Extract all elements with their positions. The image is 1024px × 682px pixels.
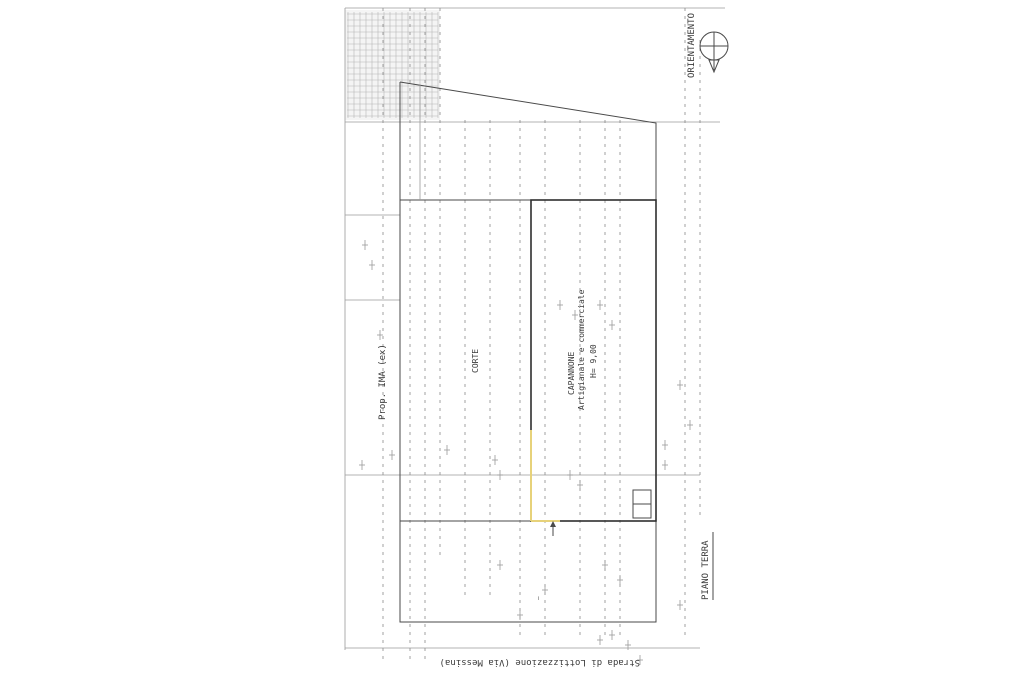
lower-lot-label: — xyxy=(535,596,542,600)
lot-boundary xyxy=(399,81,657,623)
orientation-label: ORIENTAMENTO xyxy=(687,13,697,78)
hatched-map-area xyxy=(345,10,440,120)
building-footprint xyxy=(530,199,657,522)
floor-title-label: PIANO TERRA xyxy=(701,540,711,600)
entrance-arrow-icon xyxy=(550,521,556,536)
building-label-line1: CAPANNONE xyxy=(567,351,576,395)
north-arrow-icon xyxy=(699,31,729,74)
neighbor-property-label: Prop. IMA (ex) xyxy=(378,344,388,420)
street-label: Strada di Lottizzazione (Via Messina) xyxy=(440,657,640,667)
courtyard-label: CORTE xyxy=(471,349,480,373)
scan-grid-lines xyxy=(344,7,725,660)
building-label-line2: Artigianale e commerciale xyxy=(577,289,586,410)
scan-tick-marks xyxy=(359,240,693,665)
building-label-line3: H= 9,00 xyxy=(589,344,598,378)
